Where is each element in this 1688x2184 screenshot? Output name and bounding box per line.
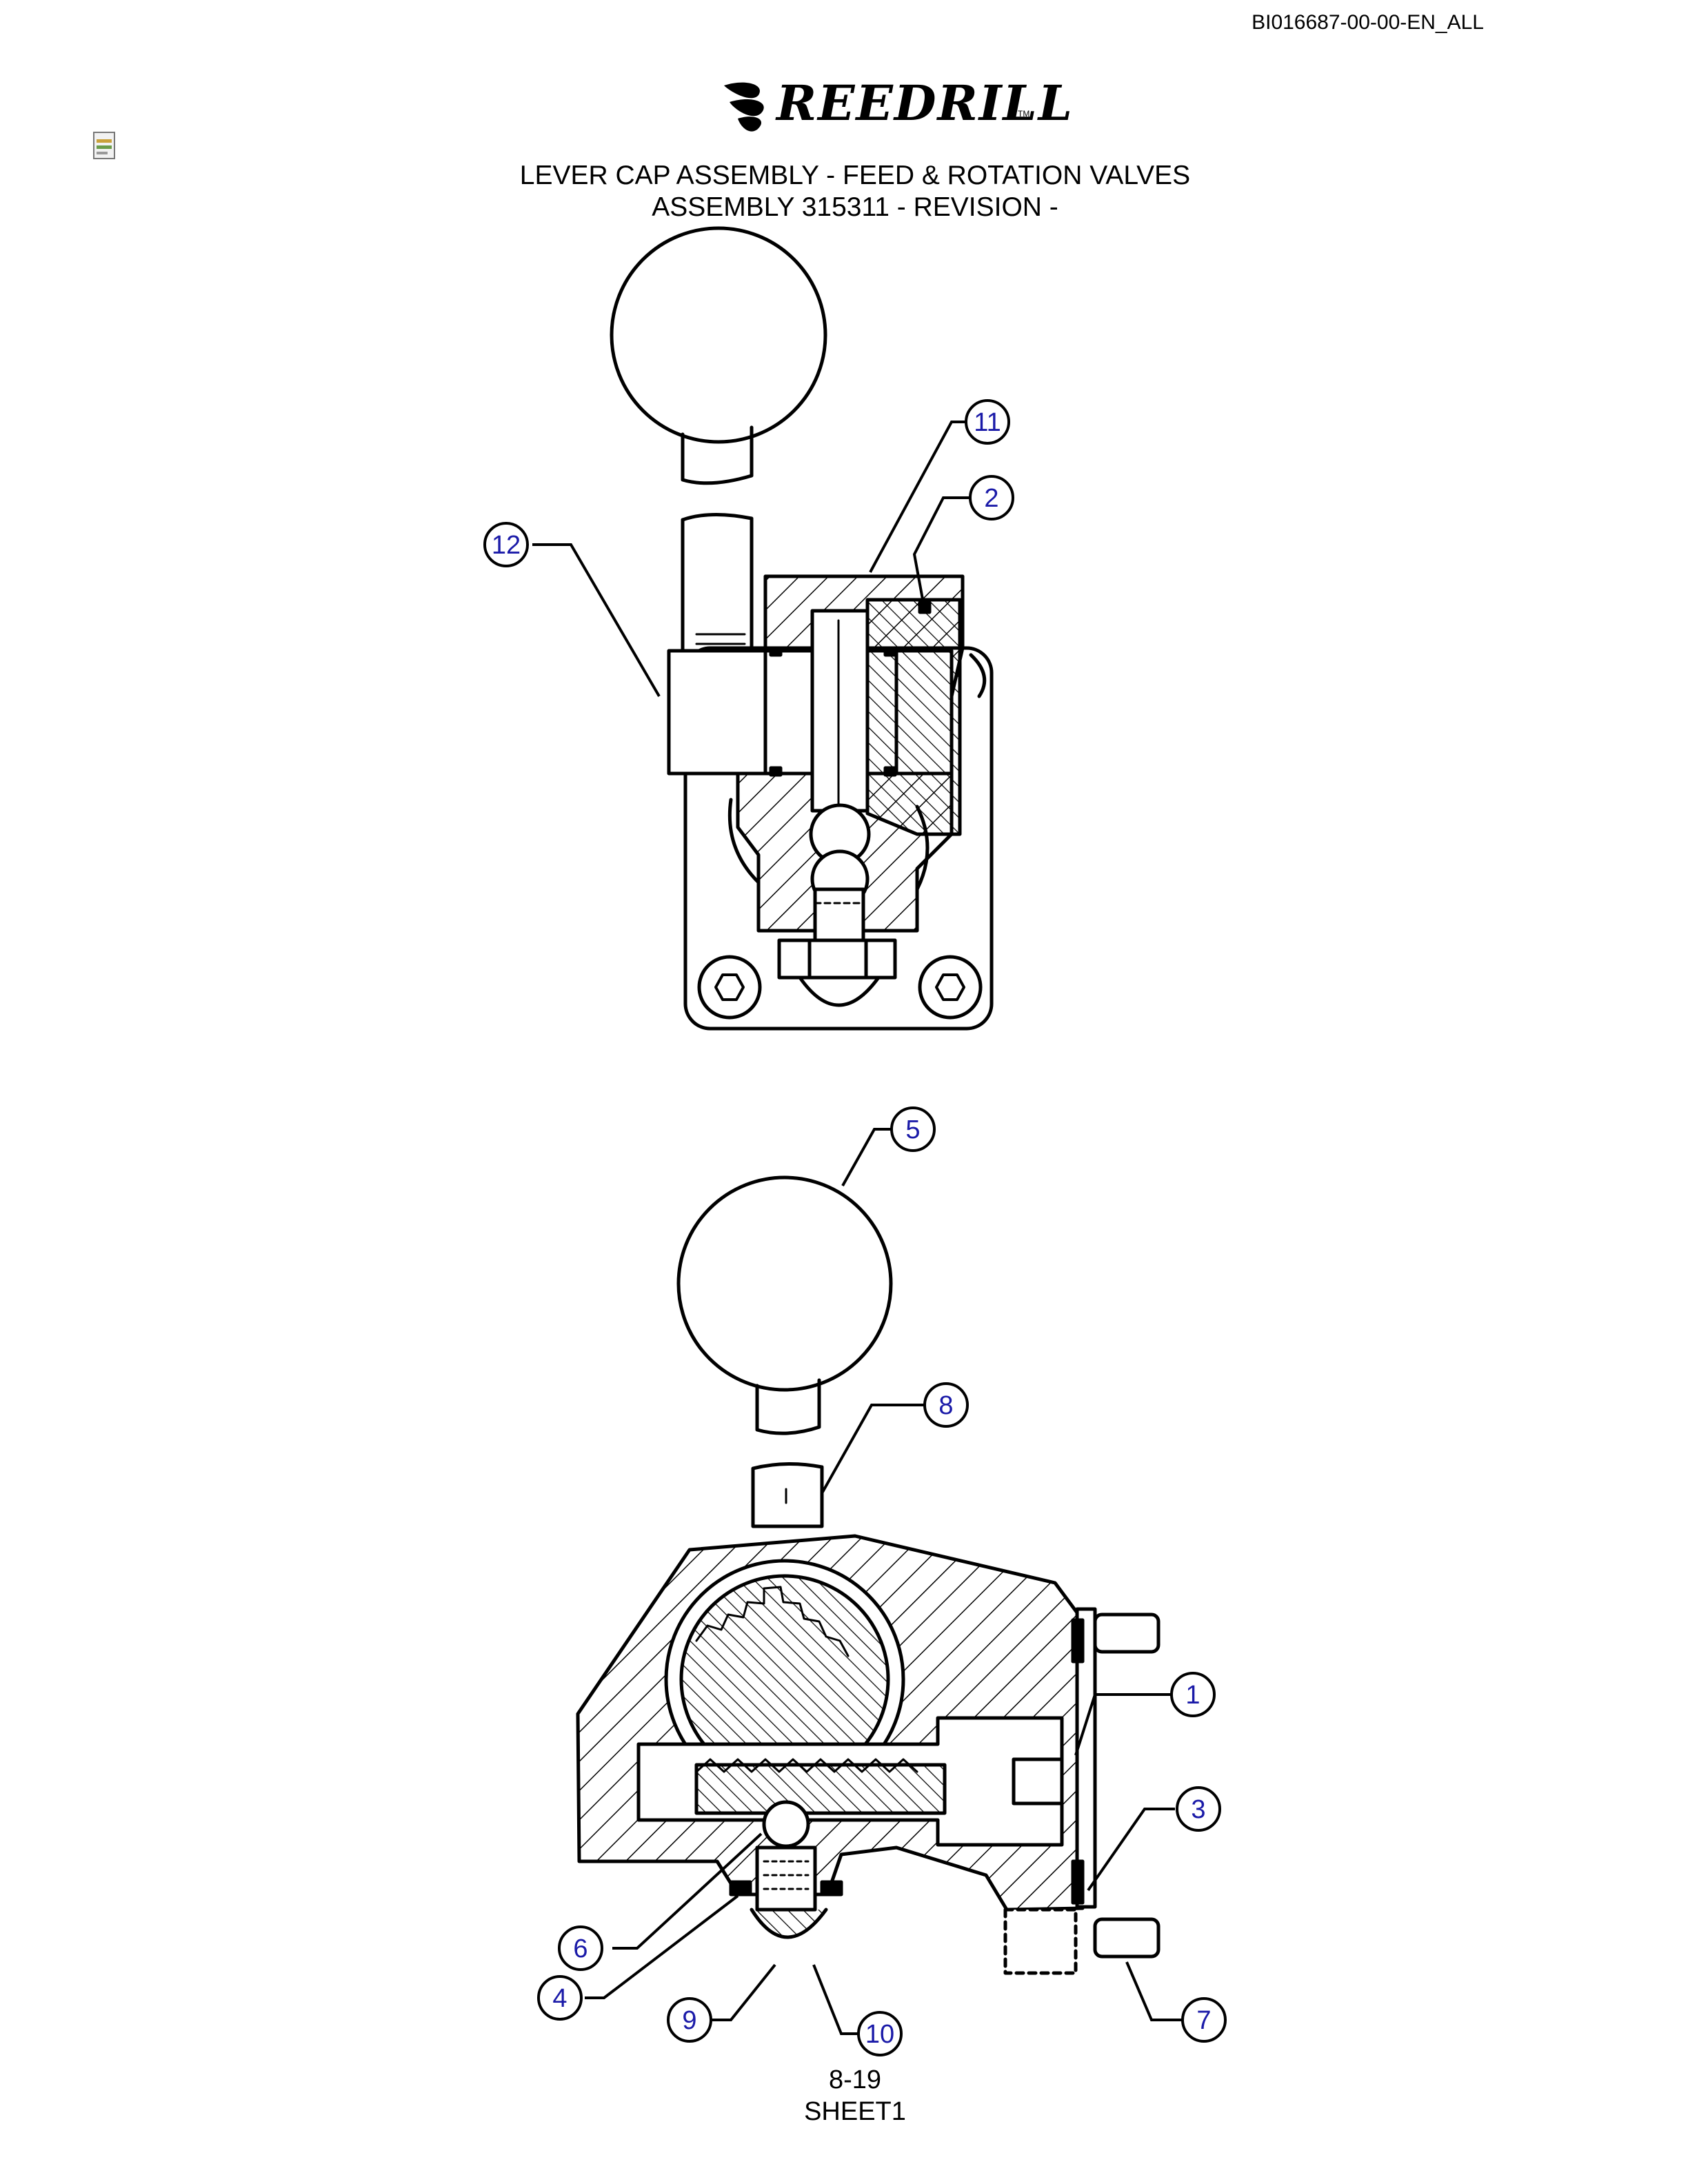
bottom-lever-ball-knob <box>676 1175 893 1435</box>
svg-text:2: 2 <box>984 484 998 513</box>
drawing-title: LEVER CAP ASSEMBLY - FEED & ROTATION VAL… <box>0 160 1688 223</box>
svg-text:1: 1 <box>1185 1681 1200 1710</box>
leader-line-10 <box>812 1964 859 2035</box>
reedrill-logo: REEDRILL TM <box>717 72 1072 138</box>
attachment-file-icon[interactable] <box>91 131 119 161</box>
callout-4: 4 <box>537 1975 583 2021</box>
leader-line-2 <box>912 496 971 607</box>
leader-line-6 <box>612 1832 763 1950</box>
drill-bit-logo-icon <box>724 82 764 132</box>
svg-text:11: 11 <box>974 408 1001 437</box>
leader-line-3 <box>1087 1808 1175 1892</box>
document-id: BI016687-00-00-EN_ALL <box>1252 11 1484 34</box>
svg-text:3: 3 <box>1191 1795 1205 1824</box>
leader-line-4 <box>585 1894 739 1999</box>
top-lever-ball-knob <box>610 226 827 485</box>
title-line-1: LEVER CAP ASSEMBLY - FEED & ROTATION VAL… <box>519 161 1191 190</box>
title-line-2: ASSEMBLY 315311 - REVISION - <box>652 192 1058 222</box>
callout-5: 5 <box>890 1106 936 1152</box>
svg-text:5: 5 <box>905 1115 920 1144</box>
top-lever-shaft <box>681 512 754 657</box>
leader-line-5 <box>841 1128 895 1186</box>
page-footer: 8-19 SHEET1 <box>0 2064 1688 2127</box>
logo-wordmark: REEDRILL <box>776 74 1074 132</box>
callout-11: 11 <box>965 399 1010 445</box>
leader-line-12 <box>532 543 661 698</box>
svg-text:4: 4 <box>552 1984 567 2013</box>
svg-text:10: 10 <box>865 2020 894 2049</box>
svg-text:6: 6 <box>573 1934 587 1963</box>
svg-text:8: 8 <box>938 1391 953 1420</box>
svg-text:12: 12 <box>492 531 521 560</box>
sheet-label: SHEET1 <box>804 2097 906 2126</box>
leader-line-7 <box>1125 1961 1183 2021</box>
bottom-valve-body <box>576 1534 1160 1975</box>
leader-line-8 <box>821 1404 925 1494</box>
callout-8: 8 <box>923 1382 969 1428</box>
page-number: 8-19 <box>828 2065 882 2094</box>
leader-line-9 <box>710 1963 776 2021</box>
callout-10: 10 <box>857 2011 903 2056</box>
svg-text:7: 7 <box>1196 2006 1211 2035</box>
top-lever-cap-assembly <box>667 574 994 1031</box>
callout-3: 3 <box>1176 1786 1221 1832</box>
svg-text:9: 9 <box>682 2006 696 2035</box>
trademark-mark: TM <box>1018 109 1030 119</box>
callout-1: 1 <box>1170 1672 1216 1717</box>
callout-6: 6 <box>558 1925 603 1971</box>
bottom-lever-shaft <box>751 1462 824 1528</box>
callout-2: 2 <box>969 475 1014 520</box>
leader-line-11 <box>869 421 965 573</box>
callout-12: 12 <box>483 522 529 567</box>
leader-line-1 <box>1074 1693 1172 1756</box>
callout-9: 9 <box>667 1997 712 2043</box>
callout-7: 7 <box>1181 1997 1227 2043</box>
